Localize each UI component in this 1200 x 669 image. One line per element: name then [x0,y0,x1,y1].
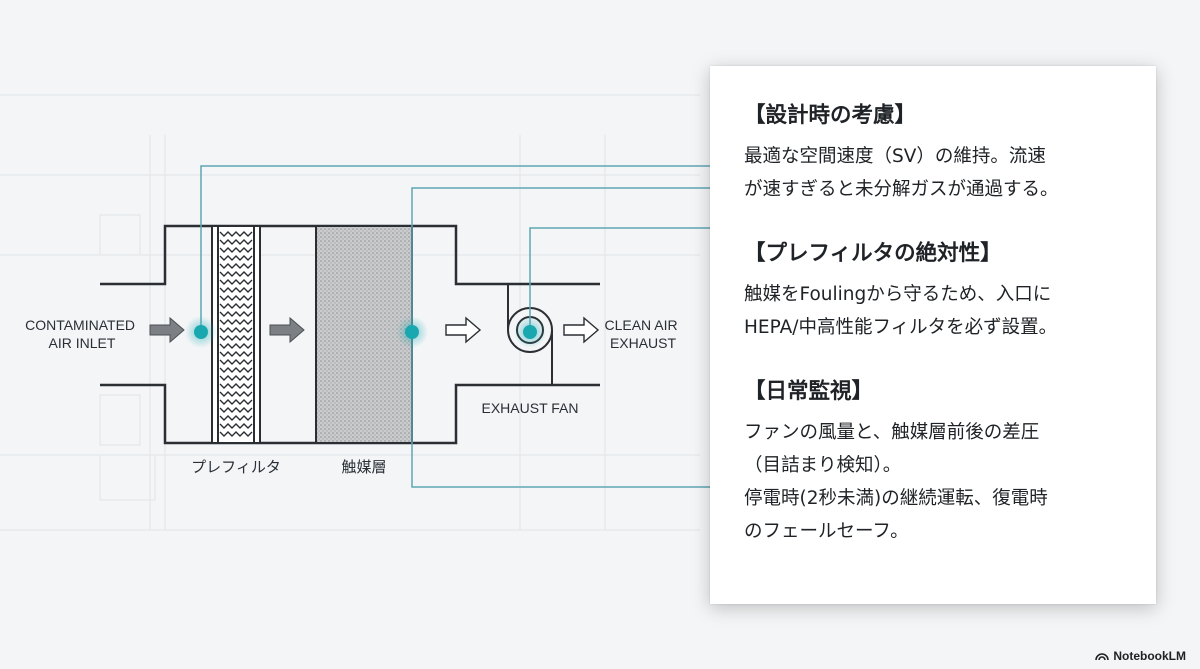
fan-marker [523,325,537,339]
section-line: 触媒をFoulingから守るため、入口に [744,284,1052,305]
section-line: 停電時(2秒未満)の継続運転、復電時 [744,488,1048,509]
catalyst-marker [405,325,419,339]
prefilter-element [211,225,261,444]
prefilter-marker [194,325,208,339]
notebooklm-brand: NotebookLM [1095,649,1186,663]
duct-outline [100,224,600,445]
section-prefilter: 【プレフィルタの絶対性】 触媒をFoulingから守るため、入口に HEPA/中… [744,240,1156,344]
section-line: ファンの風量と、触媒層前後の差圧 [744,422,1040,443]
section-line: 最適な空間速度（SV）の維持。流速 [744,146,1046,167]
section-title: 【設計時の考慮】 [744,103,917,128]
notes-panel: 【設計時の考慮】 最適な空間速度（SV）の維持。流速 が速すぎると未分解ガスが通… [710,66,1156,604]
notebooklm-logo-icon [1095,653,1110,661]
section-line: のフェールセーフ。 [744,521,909,542]
brand-name: NotebookLM [1113,649,1186,663]
prefilter-label: プレフィルタ [191,458,281,476]
section-line: （目詰まり検知）。 [744,455,902,476]
leader-lines [200,165,712,488]
section-line: HEPA/中高性能フィルタを必ず設置。 [744,317,1058,338]
section-design: 【設計時の考慮】 最適な空間速度（SV）の維持。流速 が速すぎると未分解ガスが通… [744,102,1156,206]
section-title: 【日常監視】 [744,379,874,404]
section-monitoring: 【日常監視】 ファンの風量と、触媒層前後の差圧 （目詰まり検知）。 停電時(2秒… [744,378,1156,548]
flow-arrows [149,316,600,344]
inlet-label: CONTAMINATED AIR INLET [25,317,139,351]
section-line: が速すぎると未分解ガスが通過する。 [744,179,1059,200]
outlet-label: CLEAN AIR EXHAUST [604,317,681,351]
catalyst-bed [315,225,413,444]
fan-label: EXHAUST FAN [482,400,579,416]
section-title: 【プレフィルタの絶対性】 [744,241,1002,266]
catalyst-label: 触媒層 [341,458,386,476]
